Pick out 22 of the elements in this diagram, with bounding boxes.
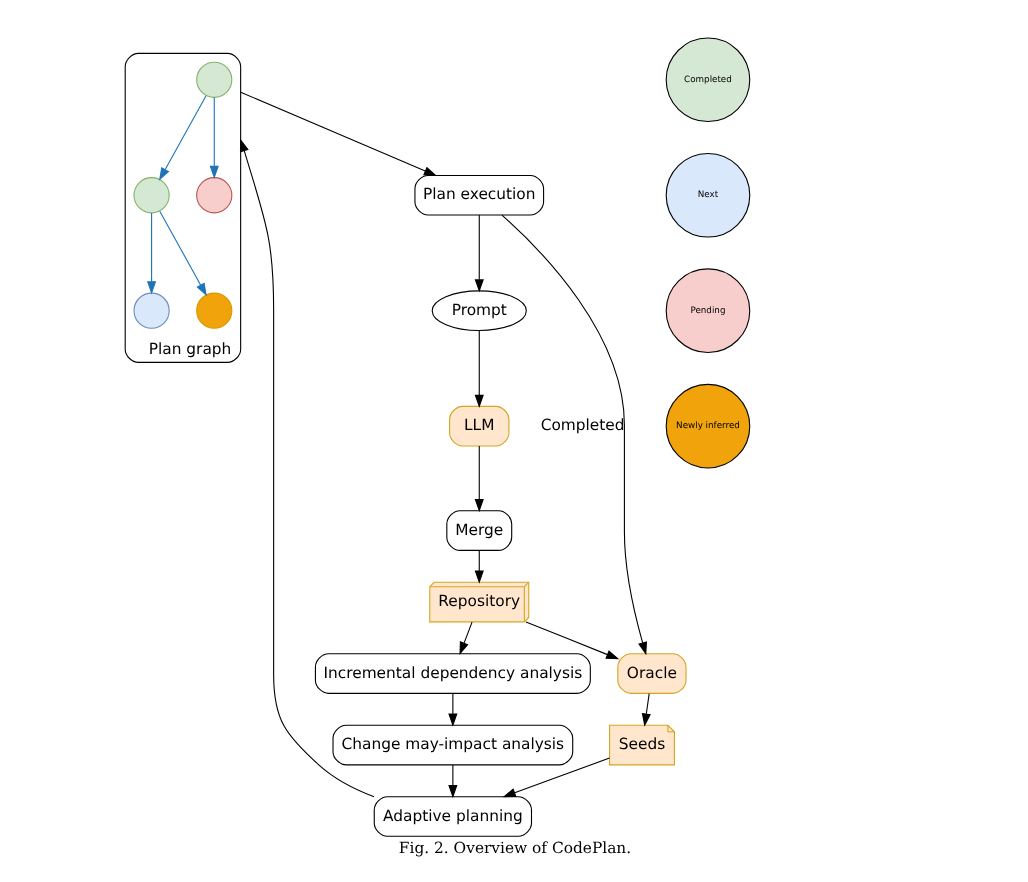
arrow bbox=[158, 210, 206, 297]
node-circle bbox=[195, 292, 232, 329]
node-circle bbox=[132, 292, 169, 329]
arrow bbox=[208, 97, 218, 180]
node-circle bbox=[195, 61, 232, 98]
arrow bbox=[640, 693, 650, 727]
arrow bbox=[473, 329, 483, 408]
arrow bbox=[447, 764, 457, 799]
arrow bbox=[501, 757, 610, 798]
arrow bbox=[458, 621, 472, 656]
arrow bbox=[239, 91, 437, 177]
node-circle bbox=[195, 177, 232, 214]
arrow bbox=[145, 212, 156, 295]
arrow bbox=[524, 621, 619, 660]
arrow bbox=[473, 550, 483, 584]
node-circle bbox=[132, 177, 169, 214]
arrow bbox=[157, 95, 206, 181]
arrow bbox=[447, 693, 457, 727]
arrow bbox=[500, 214, 646, 656]
arrow bbox=[473, 445, 483, 513]
arrow bbox=[473, 214, 483, 293]
arrow bbox=[238, 138, 374, 798]
